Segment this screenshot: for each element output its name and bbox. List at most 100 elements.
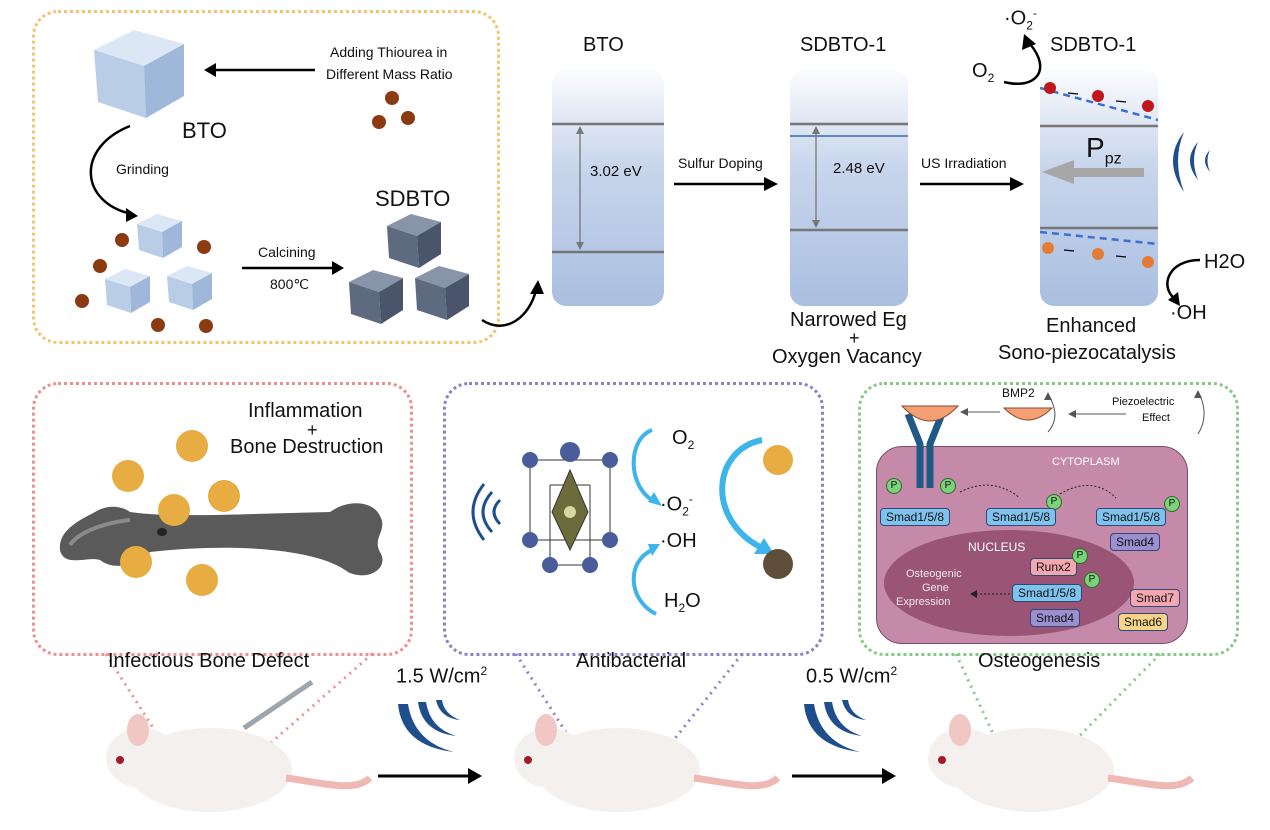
smad158-box-3: Smad1/5/8: [1096, 508, 1167, 526]
sdbto1-band: [790, 70, 908, 306]
bto-band-lines: [552, 122, 664, 254]
infection-panel: [32, 382, 413, 656]
bone-destruction-label: Bone Destruction: [230, 436, 384, 458]
ab-superoxide-sub: 2: [682, 504, 689, 519]
piezo-o2-main: O: [972, 60, 988, 82]
mouse-2: [514, 714, 781, 812]
sdbto-cubes: [349, 214, 469, 324]
treatment-arrow-1: [378, 768, 482, 784]
bto-gap-label: 3.02 eV: [590, 163, 642, 180]
ppz-main: P: [1086, 132, 1105, 163]
sulfur-doping-arrow: [674, 177, 778, 191]
signal-dotted-arrows: [959, 484, 1117, 499]
bacteria-cluster: [112, 430, 240, 596]
piezo-superoxide-main: ·O: [1004, 7, 1027, 30]
sdbto1-gap-label: 2.48 eV: [833, 160, 885, 177]
grinding-arrow: [89, 124, 138, 222]
piezo-effect-line1: Piezoelectric: [1112, 396, 1175, 408]
smad158-box-1: Smad1/5/8: [880, 508, 951, 526]
enhanced-label: Enhanced: [1046, 315, 1137, 337]
piezo-superoxide-sup: -: [1032, 6, 1037, 20]
sdbto1-band-title: SDBTO-1: [800, 34, 887, 56]
thiourea-arrow: [204, 63, 315, 77]
runx2-box: Runx2: [1030, 558, 1077, 576]
gene-expression-line3: Expression: [896, 596, 951, 608]
bto-cube-large: [94, 30, 184, 118]
o2-conversion-arrow: [1003, 34, 1042, 85]
smad158-box-4: Smad1/5/8: [1012, 584, 1083, 602]
piezo-oh: ·OH: [1170, 302, 1207, 324]
calcining-arrow: [242, 261, 344, 275]
ground-mixture: [75, 214, 213, 333]
treatment-arrow-2: [792, 768, 896, 784]
piezo-effect-line2: Effect: [1142, 412, 1170, 424]
ppz-sub: pz: [1104, 150, 1122, 168]
power2-sup: 2: [890, 664, 898, 678]
gene-expression-line1: Osteogenic: [906, 568, 962, 580]
bmp2-label: BMP2: [1002, 386, 1035, 400]
piezo-arrows: [1044, 390, 1205, 435]
sdbto-label: SDBTO: [375, 186, 451, 211]
sound-wave-icon: [1173, 132, 1210, 192]
antibacterial-panel: [443, 382, 824, 656]
piezo-superoxide-sub: 2: [1026, 18, 1033, 33]
piezo-o2-sub: 2: [987, 71, 995, 85]
bmp2-ligands: [900, 405, 1054, 422]
phospho-p6: P: [1084, 572, 1100, 588]
osteogenesis-panel: [858, 382, 1239, 656]
power1-sup: 2: [480, 664, 488, 678]
ab-h2o-sub: 2: [678, 601, 686, 615]
mouse-3: [928, 714, 1195, 812]
infection-funnel: [104, 652, 373, 772]
smad6-box: Smad6: [1118, 613, 1169, 631]
temperature-label: 800℃: [270, 276, 310, 292]
to-band-arrow: [481, 280, 544, 327]
bto-band-title: BTO: [583, 34, 624, 56]
antibacterial-footer: Antibacterial: [576, 650, 687, 672]
phospho-p1: P: [886, 478, 902, 494]
antibacterial-funnel: [514, 653, 744, 771]
piezo-o2: O2: [972, 60, 994, 85]
sdbto1-band-lines: [790, 122, 908, 232]
nucleus-label: NUCLEUS: [968, 540, 1026, 554]
phospho-p5: P: [1072, 548, 1088, 564]
bto-band: [552, 70, 664, 306]
power1-label: 1.5 W/cm2: [396, 664, 487, 689]
gene-expression-arrow: [970, 590, 1010, 598]
ab-o2: O2: [672, 427, 694, 452]
power2-label: 0.5 W/cm2: [806, 664, 897, 689]
ab-superoxide-sup: -: [688, 492, 693, 506]
bto-label: BTO: [182, 118, 227, 143]
phospho-p4: P: [1164, 496, 1180, 512]
power1-main: 1.5 W/cm: [396, 665, 481, 688]
osteogenesis-footer: Osteogenesis: [978, 650, 1101, 672]
us-irradiation-label: US Irradiation: [921, 155, 1007, 171]
ab-oh: ·OH: [660, 530, 697, 552]
smad4-box-1: Smad4: [1110, 533, 1161, 551]
piezo-band-details: [1040, 82, 1158, 268]
smad7-box: Smad7: [1130, 589, 1181, 607]
us-irradiation-arrow: [920, 177, 1024, 191]
phospho-p3: P: [1046, 494, 1062, 510]
thiourea-line2: Different Mass Ratio: [326, 66, 453, 82]
ab-h2o-o: O: [685, 590, 701, 612]
mouse-1: [106, 680, 373, 812]
sono-piezocatalysis-label: Sono-piezocatalysis: [998, 342, 1176, 364]
ab-o2-main: O: [672, 427, 688, 449]
calcining-label: Calcining: [258, 244, 316, 260]
ab-o2-sub: 2: [687, 438, 695, 452]
ab-superoxide-main: ·O: [660, 493, 683, 516]
ab-h2o-h: H: [664, 590, 679, 612]
sdbto1-piezo-band: [1040, 70, 1158, 306]
inflammation-plus: +: [307, 420, 318, 440]
ros-arrows: [631, 428, 793, 616]
smad158-box-2: Smad1/5/8: [986, 508, 1057, 526]
piezo-superoxide: ·O2-: [1004, 6, 1037, 33]
sulfur-doping-label: Sulfur Doping: [678, 155, 763, 171]
phospho-p2: P: [940, 478, 956, 494]
ultrasound-icon-2: [804, 700, 866, 752]
smad4-box-2: Smad4: [1030, 609, 1081, 627]
ppz-label: Ppz: [1086, 132, 1122, 169]
synthesis-panel: [32, 10, 500, 344]
infection-footer: Infectious Bone Defect: [108, 650, 310, 672]
